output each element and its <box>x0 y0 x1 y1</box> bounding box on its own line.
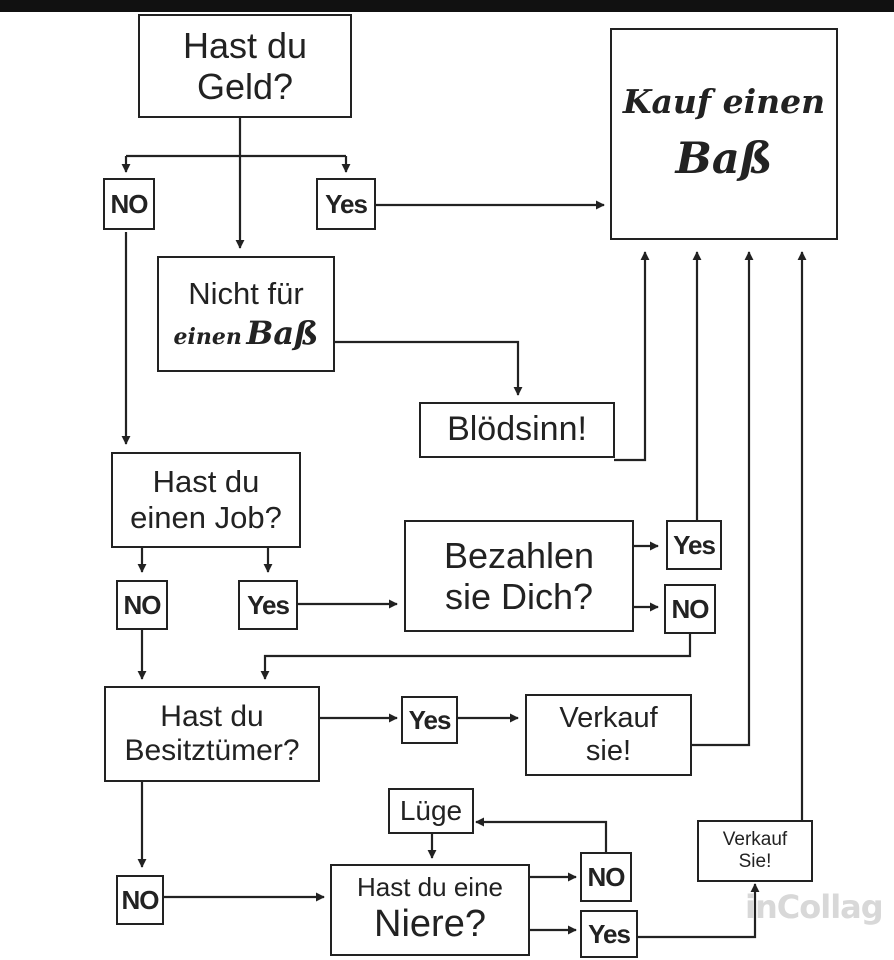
start-line1: Hast du <box>182 24 308 66</box>
yes-label-job: Yes <box>238 580 298 630</box>
lie-box: Lüge <box>388 788 474 834</box>
no-label-money: NO <box>103 178 155 230</box>
connector <box>638 883 760 939</box>
possessions-line2: Besitztümer? <box>124 734 300 767</box>
nonsense-text: Blödsinn! <box>447 410 587 449</box>
pay-line1: Bezahlen <box>443 534 595 576</box>
pay-line2: sie Dich? <box>444 576 594 617</box>
no-label-possessions: NO <box>116 875 164 925</box>
kidney-line1: Hast du eine <box>357 872 503 903</box>
kidney-question: Hast du eine Niere? <box>330 864 530 956</box>
not-for-line2b: Baß <box>246 314 319 353</box>
yes-label-pay: Yes <box>666 520 722 570</box>
sell-kidney-line2: Sie! <box>738 851 772 872</box>
connector <box>335 340 523 396</box>
no-label-kidney: NO <box>580 852 632 902</box>
connector <box>260 633 692 680</box>
target-box: Kauf einen Baß <box>610 28 838 240</box>
watermark-text: inCollag <box>745 888 884 926</box>
possessions-line1: Hast du <box>160 699 264 733</box>
top-bar <box>0 0 894 12</box>
sell-kidney-line1: Verkauf <box>722 829 788 851</box>
job-line1: Hast du <box>152 464 260 500</box>
not-for-box: Nicht für einen Baß <box>157 256 335 372</box>
possessions-question: Hast du Besitztümer? <box>104 686 320 782</box>
job-line2: einen Job? <box>130 500 282 535</box>
kidney-line2: Niere? <box>374 903 486 946</box>
start-line2: Geld? <box>196 66 294 107</box>
sell-them-line1: Verkauf <box>559 701 658 734</box>
sell-them-line2: sie! <box>585 735 632 767</box>
yes-label-kidney: Yes <box>580 910 638 958</box>
not-for-line2a: einen <box>173 324 242 351</box>
connector <box>692 251 754 747</box>
nonsense-box: Blödsinn! <box>419 402 615 458</box>
yes-label-possessions: Yes <box>401 696 458 744</box>
not-for-line2: einen Baß <box>174 315 319 352</box>
connector <box>475 817 608 852</box>
no-label-job: NO <box>116 580 168 630</box>
sell-them-box: Verkauf sie! <box>525 694 692 776</box>
target-line1: Kauf einen <box>622 82 826 122</box>
start-question: Hast du Geld? <box>138 14 352 118</box>
pay-question: Bezahlen sie Dich? <box>404 520 634 632</box>
job-question: Hast du einen Job? <box>111 452 301 548</box>
yes-label-money: Yes <box>316 178 376 230</box>
lie-text: Lüge <box>399 794 463 826</box>
sell-kidney-box: Verkauf Sie! <box>697 820 813 882</box>
no-label-pay: NO <box>664 584 716 634</box>
not-for-line1: Nicht für <box>188 275 304 311</box>
target-line2: Baß <box>675 134 773 185</box>
connector <box>614 251 650 462</box>
